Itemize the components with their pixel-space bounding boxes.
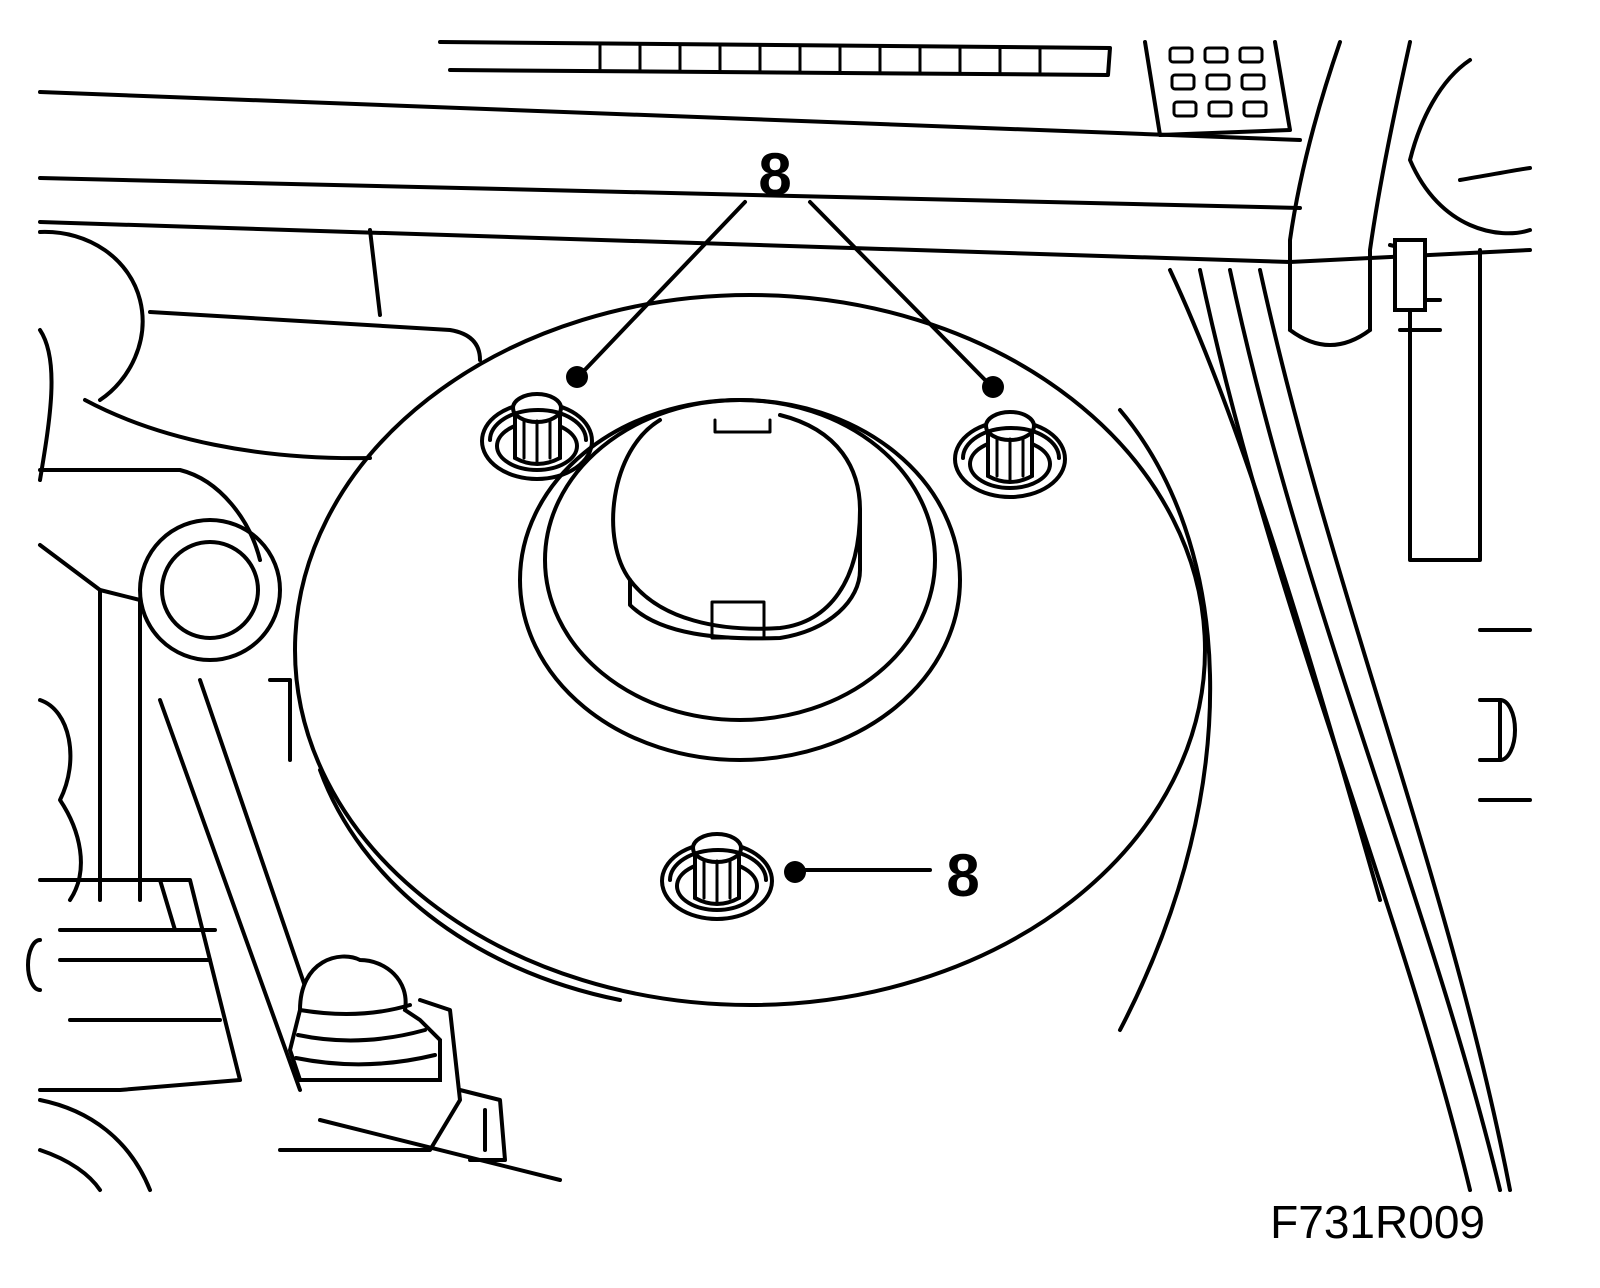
strut-top-mount [293, 293, 1213, 1032]
leader-lines [566, 200, 1004, 883]
nut-bottom [660, 832, 774, 921]
bump-stop [278, 954, 562, 1182]
leader-dot-bottom [784, 861, 806, 883]
nut-top-left [480, 392, 594, 481]
body-structure [26, 40, 1532, 1192]
figure-code: F731R009 [1270, 1196, 1485, 1248]
leader-dot-top-right [982, 376, 1004, 398]
nut-top-right [953, 410, 1067, 499]
callout-label-top: 8 [758, 141, 791, 208]
leader-dot-top-left [566, 366, 588, 388]
callout-label-bottom: 8 [946, 842, 979, 909]
